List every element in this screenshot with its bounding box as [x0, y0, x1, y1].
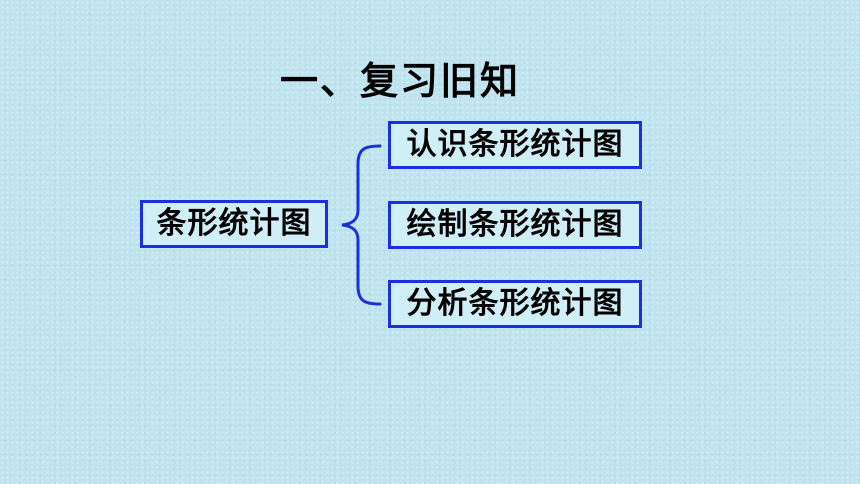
root-node-label: 条形统计图	[156, 206, 312, 241]
slide-title: 一、复习旧知	[279, 59, 520, 103]
branch-node-label: 认识条形统计图	[406, 127, 624, 162]
brace-path	[341, 144, 382, 306]
root-node: 条形统计图	[140, 200, 328, 248]
curly-brace	[341, 144, 382, 306]
branch-node-recognize: 认识条形统计图	[388, 121, 642, 169]
branch-node-label: 分析条形统计图	[406, 286, 624, 321]
branch-node-label: 绘制条形统计图	[406, 207, 624, 242]
branch-node-analyze: 分析条形统计图	[388, 280, 642, 328]
branch-node-draw: 绘制条形统计图	[388, 201, 642, 249]
